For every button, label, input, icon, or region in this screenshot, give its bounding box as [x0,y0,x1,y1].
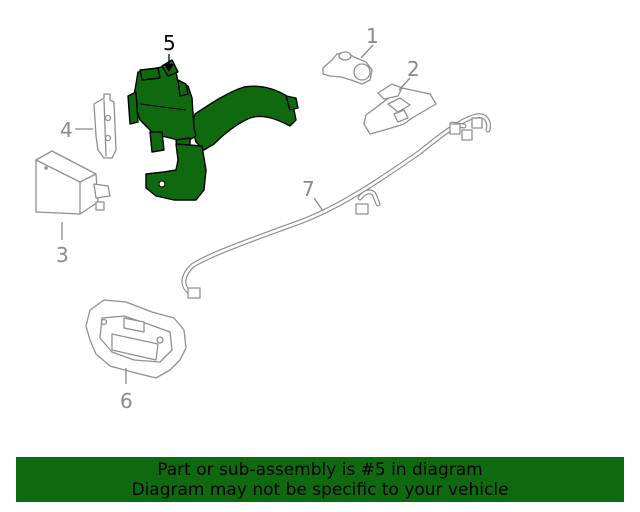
part-4-plate[interactable] [93,93,117,159]
callout-1: 1 [366,24,379,48]
part-6-housing[interactable] [85,299,187,379]
callout-2-leader [398,77,411,91]
callout-7-leader [313,197,324,212]
callout-7: 7 [302,177,315,201]
callout-6: 6 [120,389,133,413]
callout-4: 4 [60,118,73,142]
notice-banner: Part or sub-assembly is #5 in diagram Di… [16,457,624,502]
part-7-wiring-harness[interactable] [181,113,491,299]
banner-line-2: Diagram may not be specific to your vehi… [131,480,509,500]
callout-1-leader [360,44,374,59]
banner-line-1: Part or sub-assembly is #5 in diagram [157,460,483,480]
part-3-module[interactable] [35,150,111,215]
part-2-bracket[interactable] [363,83,437,135]
callout-2: 2 [407,57,420,81]
callout-3: 3 [56,243,69,267]
callout-5: 5 [163,31,176,55]
part-5-bracket-assembly[interactable] [127,59,299,201]
part-1-sensor[interactable] [322,51,373,85]
